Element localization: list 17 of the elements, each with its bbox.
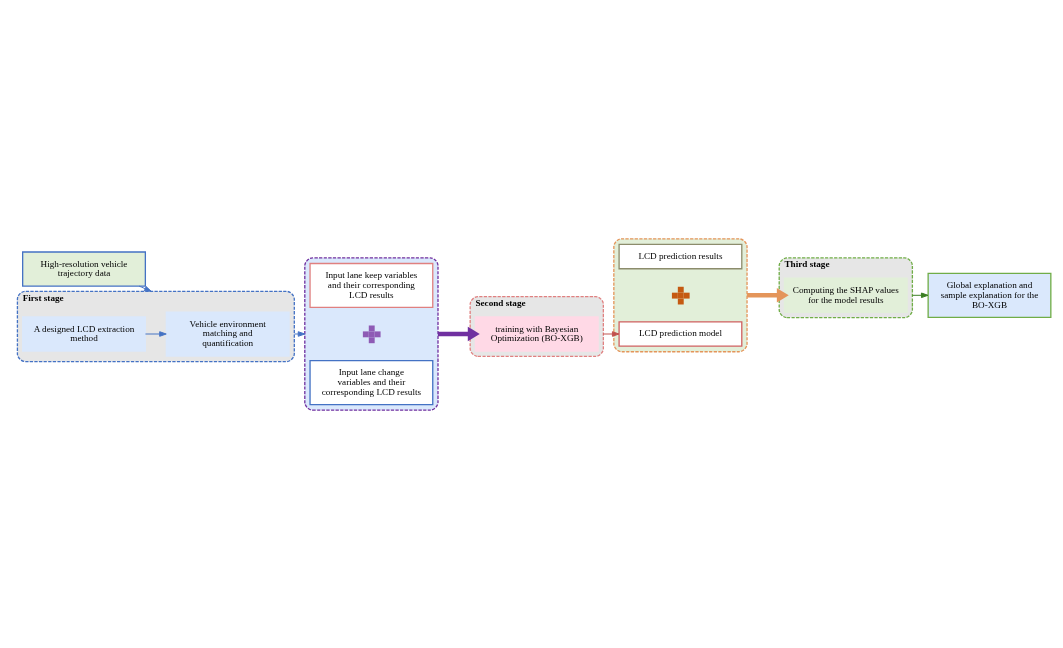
node-box: LCD prediction results: [618, 243, 743, 269]
node-box: Input lane change variables and their corresponding LCD results: [309, 359, 434, 405]
arrow: [911, 292, 929, 298]
node-box: LCD prediction model: [618, 320, 743, 347]
arrow: [293, 330, 306, 337]
arrow: [602, 330, 620, 337]
arrow: [138, 285, 152, 292]
cluster: [304, 256, 439, 411]
node-box: training with Bayesian Optimization (BO-XGB): [474, 315, 599, 352]
node-box: Computing the SHAP values for the model results: [783, 277, 908, 313]
node-box: Input lane keep variables and their corresponding LCD results: [309, 262, 434, 308]
arrow: [747, 287, 789, 303]
node-box: Vehicle environment matching and quantification: [165, 310, 290, 357]
node-box: A designed LCD extraction method: [22, 315, 146, 352]
node-box: Global explanation and sample explanation for the BO-XGB: [927, 272, 1052, 318]
arrow: [438, 326, 480, 341]
arrow: [145, 330, 167, 337]
